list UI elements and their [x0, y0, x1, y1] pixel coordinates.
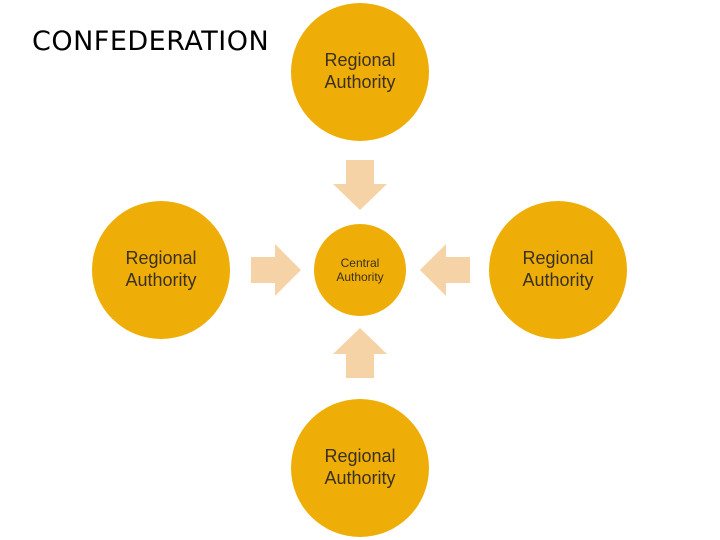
- diagram-title: CONFEDERATION: [32, 26, 270, 57]
- arrow-right-icon: [251, 244, 301, 296]
- node-label-line1: Central: [340, 255, 380, 270]
- regional-authority-top: Regional Authority: [291, 3, 429, 141]
- node-label-line1: Regional: [324, 50, 396, 71]
- regional-authority-right: Regional Authority: [489, 201, 627, 339]
- regional-authority-left: Regional Authority: [92, 201, 230, 339]
- node-label-line1: Regional: [522, 248, 594, 269]
- node-label-line1: Regional: [125, 248, 197, 269]
- node-label-line2: Authority: [522, 270, 594, 290]
- central-authority: Central Authority: [314, 224, 406, 316]
- arrow-left-icon: [420, 244, 470, 296]
- node-label-line2: Authority: [125, 270, 197, 290]
- node-label-line2: Authority: [324, 72, 396, 92]
- arrow-up-icon: [333, 328, 387, 378]
- node-label-line2: Authority: [336, 270, 384, 284]
- node-label-line1: Regional: [324, 446, 396, 467]
- node-label-line2: Authority: [324, 468, 396, 488]
- regional-authority-bottom: Regional Authority: [291, 399, 429, 537]
- arrow-down-icon: [333, 160, 387, 210]
